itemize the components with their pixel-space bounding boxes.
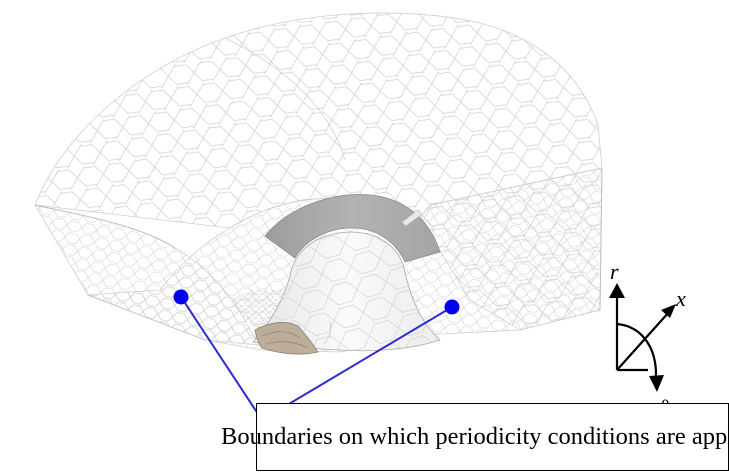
x-label: x: [675, 286, 686, 311]
theta-arc: [616, 322, 658, 380]
inlet-detail: [254, 322, 319, 355]
caption-text: Boundaries on which periodicity conditio…: [221, 423, 729, 450]
right-boundary-marker: [444, 299, 460, 315]
x-axis: [616, 311, 670, 371]
theta-arrowhead: [649, 375, 664, 392]
r-arrowhead: [609, 283, 625, 298]
strut: [401, 209, 423, 227]
r-label: r: [610, 259, 619, 284]
nacelle: [252, 231, 441, 355]
caption-box: Boundaries on which periodicity conditio…: [221, 403, 729, 471]
annular-surface: [264, 194, 441, 263]
right-pointer-line: [261, 306, 453, 421]
x-arrowhead: [661, 304, 676, 318]
left-pointer-line: [180, 296, 263, 421]
coordinate-axes: [609, 283, 676, 392]
boundary-pointers: [173, 289, 460, 421]
left-boundary-marker: [173, 289, 189, 305]
